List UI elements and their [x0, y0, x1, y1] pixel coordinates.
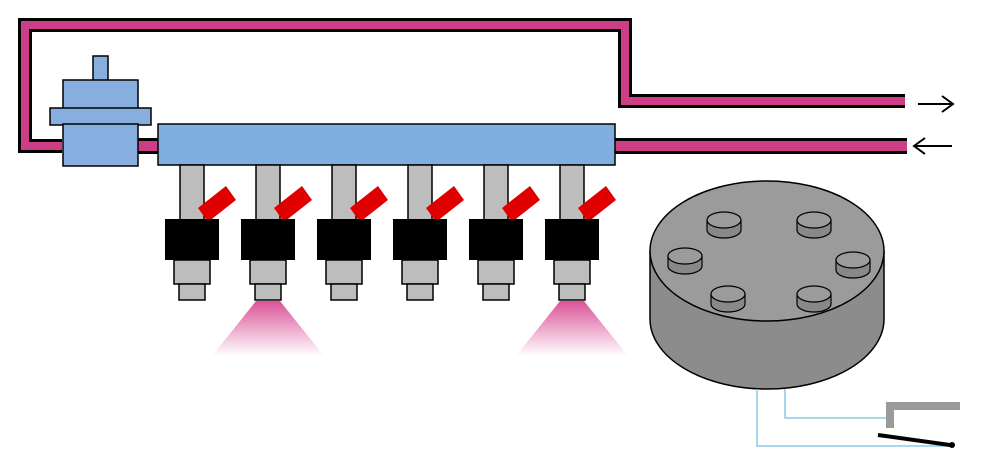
- injector-coil: [165, 219, 219, 260]
- injector-connector: [274, 186, 312, 222]
- fuel-spray-cone: [212, 301, 324, 356]
- arrow-right-icon: [918, 95, 955, 113]
- distributor-post: [667, 247, 703, 275]
- injector-connector: [502, 186, 540, 222]
- fuel-injector: [317, 164, 388, 301]
- throttle-switch: [877, 402, 960, 448]
- fuel-injector: [469, 164, 540, 301]
- injector-coil: [469, 219, 523, 260]
- injector-nozzle: [330, 283, 358, 301]
- fuel-spray-cone: [516, 301, 628, 356]
- injector-coil: [545, 219, 599, 260]
- distributor-unit: [649, 180, 885, 390]
- distributor-post: [835, 251, 871, 279]
- fuel-supply-line: [614, 138, 907, 154]
- injector-connector: [426, 186, 464, 222]
- fuel-injector: [241, 164, 312, 301]
- injector-bank: [165, 164, 616, 301]
- spray-cones: [212, 301, 628, 356]
- injector-connector: [198, 186, 236, 222]
- arrow-left-icon: [912, 137, 952, 155]
- pressure-regulator: [49, 55, 152, 167]
- injector-nozzle: [178, 283, 206, 301]
- injector-coil: [241, 219, 295, 260]
- injector-coil: [317, 219, 371, 260]
- distributor-post: [706, 211, 742, 239]
- injector-coil: [393, 219, 447, 260]
- distributor-posts: [667, 211, 871, 313]
- fuel-return-line: [18, 18, 905, 153]
- fuel-rail: [157, 123, 616, 166]
- signal-wires: [756, 389, 950, 447]
- injector-nozzle: [406, 283, 434, 301]
- injector-connector: [578, 186, 616, 222]
- injector-connector: [350, 186, 388, 222]
- fuel-injector: [165, 164, 236, 301]
- regulator-rail-link: [138, 138, 162, 154]
- fuel-injector: [545, 164, 616, 301]
- injector-nozzle: [558, 283, 586, 301]
- distributor-post: [710, 285, 746, 313]
- distributor-post: [796, 285, 832, 313]
- distributor-post: [796, 211, 832, 239]
- injector-nozzle: [482, 283, 510, 301]
- fuel-injector: [393, 164, 464, 301]
- injector-nozzle: [254, 283, 282, 301]
